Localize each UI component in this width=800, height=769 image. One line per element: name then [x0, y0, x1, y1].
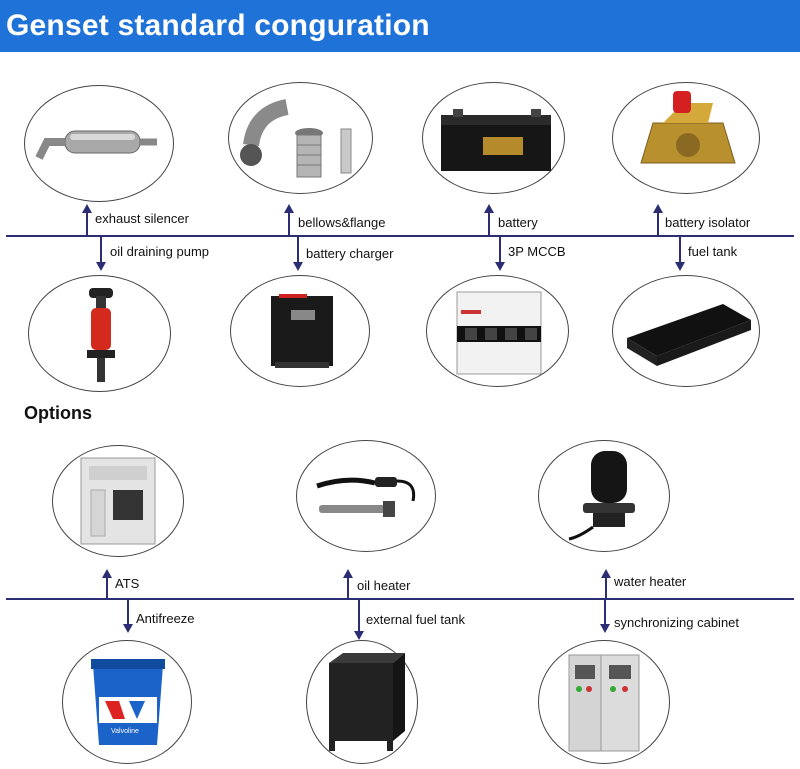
- battery-image: [422, 82, 565, 194]
- label-oil-draining-pump: oil draining pump: [110, 244, 210, 259]
- arrow-up-isolator: [653, 204, 663, 213]
- battery-icon: [441, 109, 551, 171]
- arrow-down-mccb: [495, 262, 505, 271]
- ats-cabinet-icon: [80, 457, 156, 545]
- battery-isolator-image: [612, 82, 760, 194]
- label-bellows-flange: bellows&flange: [298, 215, 386, 230]
- options-divider-line: [6, 598, 794, 600]
- exhaust-silencer-icon: [35, 130, 157, 160]
- standard-divider-line: [6, 235, 794, 237]
- options-heading: Options: [24, 403, 92, 423]
- external-fuel-tank-icon: [329, 653, 405, 751]
- arrow-up-bellows: [284, 204, 294, 213]
- oil-draining-pump-icon: [87, 288, 115, 382]
- mccb-breaker-icon: [456, 291, 542, 375]
- bellows-flange-image: [228, 82, 373, 194]
- arrow-up-battery: [484, 204, 494, 213]
- battery-charger-icon: [271, 294, 333, 368]
- arrow-down-antifreeze: [123, 624, 133, 633]
- label-battery: battery: [498, 215, 538, 230]
- label-external-fuel-tank: external fuel tank: [366, 612, 466, 627]
- antifreeze-image: Valvoline: [62, 640, 192, 764]
- label-water-heater: water heater: [614, 574, 687, 589]
- label-exhaust-silencer: exhaust silencer: [95, 211, 189, 226]
- bellows-flange-icon: [240, 99, 352, 178]
- bucket-brand-text: Valvoline: [111, 728, 139, 735]
- arrow-up-exhaust: [82, 204, 92, 213]
- label-ats: ATS: [115, 576, 140, 591]
- antifreeze-bucket-icon: Valvoline: [91, 659, 165, 745]
- fuel-tank-image: [612, 275, 760, 387]
- synchronizing-cabinet-image: [538, 640, 670, 764]
- page-title: Genset standard conguration: [6, 9, 430, 42]
- mccb-image: [426, 275, 569, 387]
- arrow-down-charger: [293, 262, 303, 271]
- label-fuel-tank: fuel tank: [688, 244, 738, 259]
- synchronizing-cabinet-icon: [568, 654, 640, 752]
- water-heater-image: [538, 440, 670, 552]
- arrow-down-pump: [96, 262, 106, 271]
- arrow-up-oil-heater: [343, 569, 353, 578]
- arrow-down-fuel-tank: [675, 262, 685, 271]
- oil-heater-image: [296, 440, 436, 552]
- label-battery-isolator: battery isolator: [665, 215, 751, 230]
- label-oil-heater: oil heater: [357, 578, 411, 593]
- arrow-down-synchronizing-cabinet: [600, 624, 610, 633]
- oil-heater-icon: [316, 477, 416, 517]
- arrow-up-water-heater: [601, 569, 611, 578]
- fuel-tank-icon: [627, 304, 751, 366]
- battery-isolator-icon: [640, 91, 736, 164]
- label-antifreeze: Antifreeze: [136, 611, 195, 626]
- arrow-down-external-fuel-tank: [354, 631, 364, 640]
- ats-image: [52, 445, 184, 557]
- water-heater-icon: [568, 451, 635, 541]
- header-banner: Genset standard conguration: [0, 0, 800, 52]
- exhaust-silencer-image: [24, 85, 174, 202]
- label-battery-charger: battery charger: [306, 246, 394, 261]
- external-fuel-tank-image: [306, 640, 418, 764]
- battery-charger-image: [230, 275, 370, 387]
- arrow-up-ats: [102, 569, 112, 578]
- oil-draining-pump-image: [28, 275, 171, 392]
- label-3p-mccb: 3P MCCB: [508, 244, 566, 259]
- label-synchronizing-cabinet: synchronizing cabinet: [614, 615, 740, 630]
